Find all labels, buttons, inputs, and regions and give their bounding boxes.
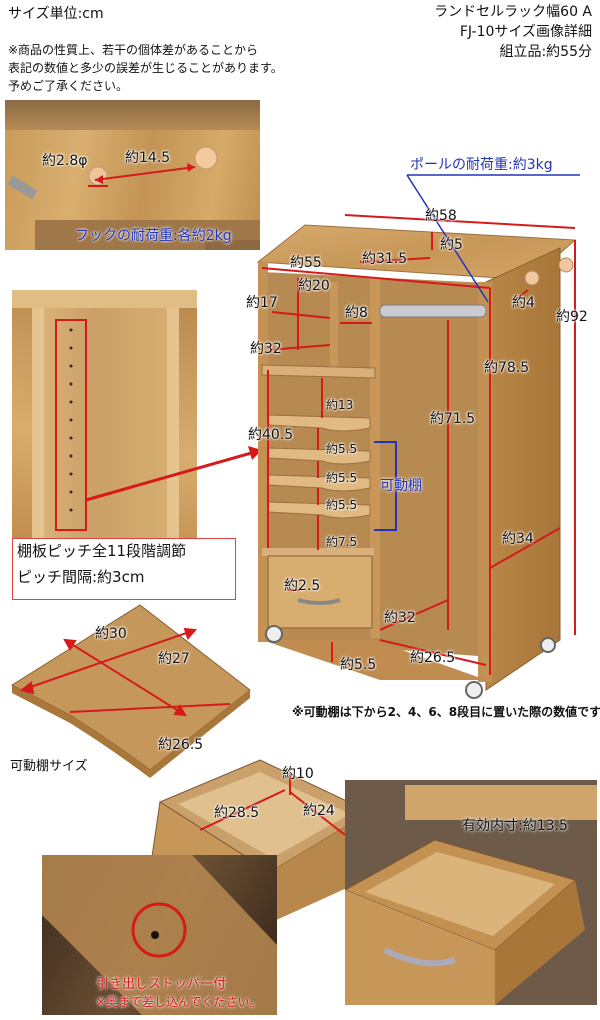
- movable-shelf-label: 可動棚: [380, 478, 422, 494]
- product-subtitle: FJ-10サイズ画像詳細: [459, 24, 592, 40]
- dim-depth-34: 約34: [502, 531, 534, 547]
- hook-load-caption: フックの耐荷重:各約2kg: [75, 228, 232, 244]
- stopper-line-1: 引き出しストッパー付: [96, 977, 227, 992]
- pitch-line-1: 棚板ピッチ全11段階調節: [17, 542, 187, 560]
- dim-drawer-height: 約2.5: [284, 578, 321, 594]
- stopper-line-2: ※奥まで差し込んでください。: [96, 995, 262, 1009]
- dim-bottom-32: 約32: [384, 610, 416, 626]
- dim-small-height: 約17: [246, 295, 278, 311]
- pole-load-caption: ポールの耐荷重:約3kg: [410, 157, 553, 173]
- dim-small-width: 約20: [298, 278, 330, 294]
- side-panel-photo: [12, 290, 197, 540]
- shelf-dim-265: 約26.5: [158, 737, 204, 753]
- pitch-line-2: ピッチ間隔:約3cm: [17, 568, 145, 586]
- dim-gap-55-a: 約5.5: [326, 442, 358, 456]
- product-title: ランドセルラック幅60 A: [434, 4, 592, 20]
- dim-top-depth: 約5: [440, 237, 463, 253]
- dim-shelf-32: 約32: [250, 341, 282, 357]
- dim-width-total: 約58: [425, 208, 457, 224]
- note-line-3: 予めご了承ください。: [8, 79, 129, 93]
- hook-diameter-label: 約2.8φ: [42, 153, 88, 169]
- unit-label: サイズ単位:cm: [8, 6, 104, 22]
- note-line-1: ※商品の性質上、若干の個体差があることから: [8, 43, 259, 57]
- hook-length-label: 約14.5: [125, 150, 171, 166]
- dim-bottom-265: 約26.5: [410, 650, 456, 666]
- dim-inner-71: 約71.5: [430, 411, 476, 427]
- stopper-photo: [42, 855, 277, 1015]
- dim-gap-75: 約7.5: [326, 535, 358, 549]
- dim-top-inner: 約31.5: [362, 251, 408, 267]
- dim-height-total: 約92: [556, 309, 588, 325]
- shelf-dim-27: 約27: [158, 651, 190, 667]
- dim-right-78: 約78.5: [484, 360, 530, 376]
- drawer-photo-inner: [345, 780, 597, 1005]
- drawer-inner-height: 有効内寸:約13.5: [462, 818, 568, 834]
- drawer-dim-10: 約10: [282, 766, 314, 782]
- dim-gap-55-b: 約5.5: [326, 471, 358, 485]
- note-line-2: 表記の数値と多少の誤差が生じることがあります。: [8, 61, 283, 75]
- drawer-dim-285: 約28.5: [214, 805, 260, 821]
- drawer-dim-24: 約24: [303, 803, 335, 819]
- pitch-box: 棚板ピッチ全11段階調節 ピッチ間隔:約3cm: [12, 538, 236, 600]
- dim-left-40: 約40.5: [248, 427, 294, 443]
- dim-small-8: 約8: [345, 305, 368, 321]
- movable-shelf-footnote: ※可動棚は下から2、4、6、8段目に置いた際の数値です。: [292, 705, 600, 719]
- shelf-dim-30: 約30: [95, 626, 127, 642]
- dim-inner-width: 約55: [290, 255, 322, 271]
- dim-gap-13: 約13: [326, 398, 354, 412]
- dim-gap-55-c: 約5.5: [326, 498, 358, 512]
- dim-caster-55: 約5.5: [340, 657, 377, 673]
- dim-hook-gap: 約4: [512, 295, 535, 311]
- movable-shelf-size-label: 可動棚サイズ: [10, 759, 88, 774]
- assembly-time: 組立品:約55分: [499, 44, 592, 60]
